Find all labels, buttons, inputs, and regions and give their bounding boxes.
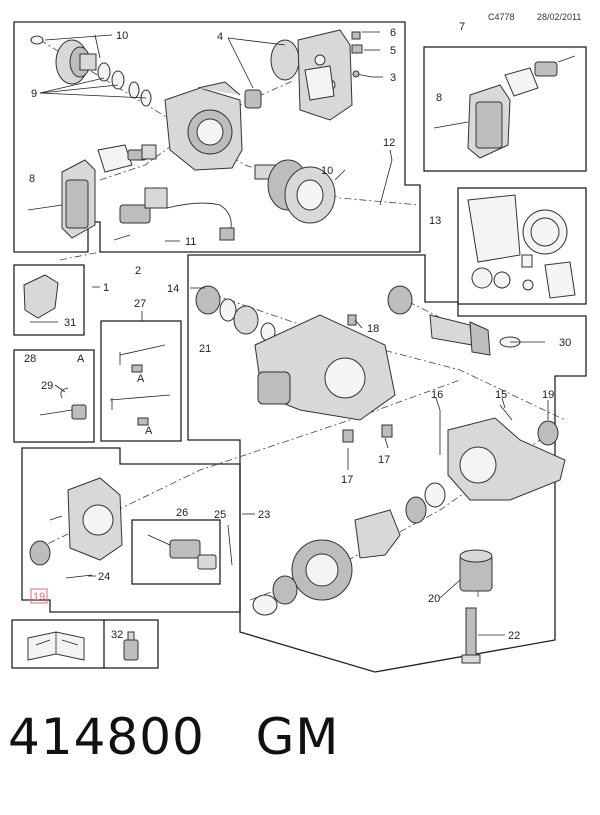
transfer-case-housing	[164, 81, 243, 171]
bolt-12	[379, 159, 393, 206]
callout-27: 27	[134, 298, 146, 310]
sealant-tube-icon	[123, 631, 139, 661]
seal-ring-9	[97, 62, 152, 107]
actuator-motor-assembly	[433, 55, 576, 159]
diagram-date: 28/02/2011	[537, 12, 581, 22]
callout-1: 1	[103, 282, 109, 294]
callout-32: 32	[111, 629, 123, 641]
callout-17-bottom: 17	[341, 474, 353, 486]
callout-5: 5	[390, 45, 396, 57]
callout-29: 29	[41, 380, 53, 392]
actuator-26	[147, 534, 217, 570]
callout-A-27a: A	[137, 373, 145, 385]
assembly-box-27	[100, 320, 182, 442]
axis-line-4	[199, 289, 566, 421]
part-number: 414800	[8, 708, 205, 766]
assembly-box-1	[13, 264, 85, 336]
axis-line-8	[59, 251, 101, 261]
axle-housing	[254, 314, 396, 421]
small-bolts	[351, 31, 373, 78]
brand-name: GM	[255, 708, 340, 766]
callout-3: 3	[390, 72, 396, 84]
callout-14: 14	[167, 283, 179, 295]
gasket-set	[467, 194, 576, 299]
footer-part-number: 414800 GM	[8, 712, 339, 762]
callout-4: 4	[217, 31, 223, 43]
drive-flange	[55, 39, 97, 85]
drain-plugs-17	[342, 424, 393, 443]
callout-10-right: 10	[321, 165, 333, 177]
callout-10-top: 10	[116, 30, 128, 42]
callout-19-highlighted: 19	[33, 591, 45, 603]
assembly-box-26	[131, 519, 221, 585]
differential-bearings	[252, 482, 446, 616]
callout-7: 7	[459, 21, 465, 33]
callout-26: 26	[176, 507, 188, 519]
bolt-25	[227, 524, 233, 566]
callout-24: 24	[98, 571, 110, 583]
seals-21	[195, 285, 276, 342]
leader-lines	[30, 31, 549, 636]
coupling-gear	[244, 39, 300, 109]
callout-17-right: 17	[378, 454, 390, 466]
highlight-box-19	[30, 588, 48, 604]
callout-15: 15	[495, 389, 507, 401]
seal-19-left	[29, 540, 51, 566]
bolt-22	[461, 607, 481, 664]
cover-plate	[297, 29, 353, 121]
rear-cover-23	[49, 477, 123, 561]
bolt-18	[347, 314, 357, 326]
bolt-15	[499, 404, 513, 421]
callout-12: 12	[383, 137, 395, 149]
callout-23: 23	[258, 509, 270, 521]
assembly-box-7	[423, 46, 587, 172]
callout-18: 18	[367, 323, 379, 335]
assembly-box-13	[457, 187, 587, 305]
callout-6: 6	[390, 27, 396, 39]
assembly-box-28	[13, 349, 95, 443]
callout-20: 20	[428, 593, 440, 605]
assembly-box-23	[21, 447, 241, 613]
callout-A-27b: A	[145, 425, 153, 437]
callout-25: 25	[214, 509, 226, 521]
output-shaft-bearing	[254, 159, 336, 224]
callout-19-right: 19	[542, 389, 554, 401]
callout-9: 9	[31, 88, 37, 100]
callout-31: 31	[64, 317, 76, 329]
diff-cover-bracket	[447, 417, 566, 501]
callout-16: 16	[431, 389, 443, 401]
gasket-small	[97, 144, 157, 173]
vent-valve-29	[39, 387, 87, 420]
manual-book-icon	[27, 631, 85, 661]
callout-30: 30	[559, 337, 571, 349]
callout-28: 28	[24, 353, 36, 365]
bracket-31	[23, 274, 59, 319]
callout-13: 13	[429, 215, 441, 227]
callout-A-28: A	[77, 353, 85, 365]
callout-8-right: 8	[436, 92, 442, 104]
legend-box	[11, 619, 159, 669]
pinion-gear	[387, 285, 491, 356]
washer-top-left	[30, 35, 44, 45]
callout-8-left: 8	[29, 173, 35, 185]
bolt-24	[65, 574, 93, 579]
actuator-motor	[27, 159, 96, 239]
callout-21: 21	[199, 343, 211, 355]
mount-bushing-20	[459, 549, 493, 592]
diagram-code: C4778	[488, 12, 515, 22]
callout-11: 11	[185, 236, 196, 248]
sensor-harness	[113, 187, 235, 241]
seal-19-right	[537, 420, 559, 446]
vent-pipes-27	[109, 344, 171, 426]
callout-2: 2	[135, 265, 141, 277]
callout-22: 22	[508, 630, 520, 642]
